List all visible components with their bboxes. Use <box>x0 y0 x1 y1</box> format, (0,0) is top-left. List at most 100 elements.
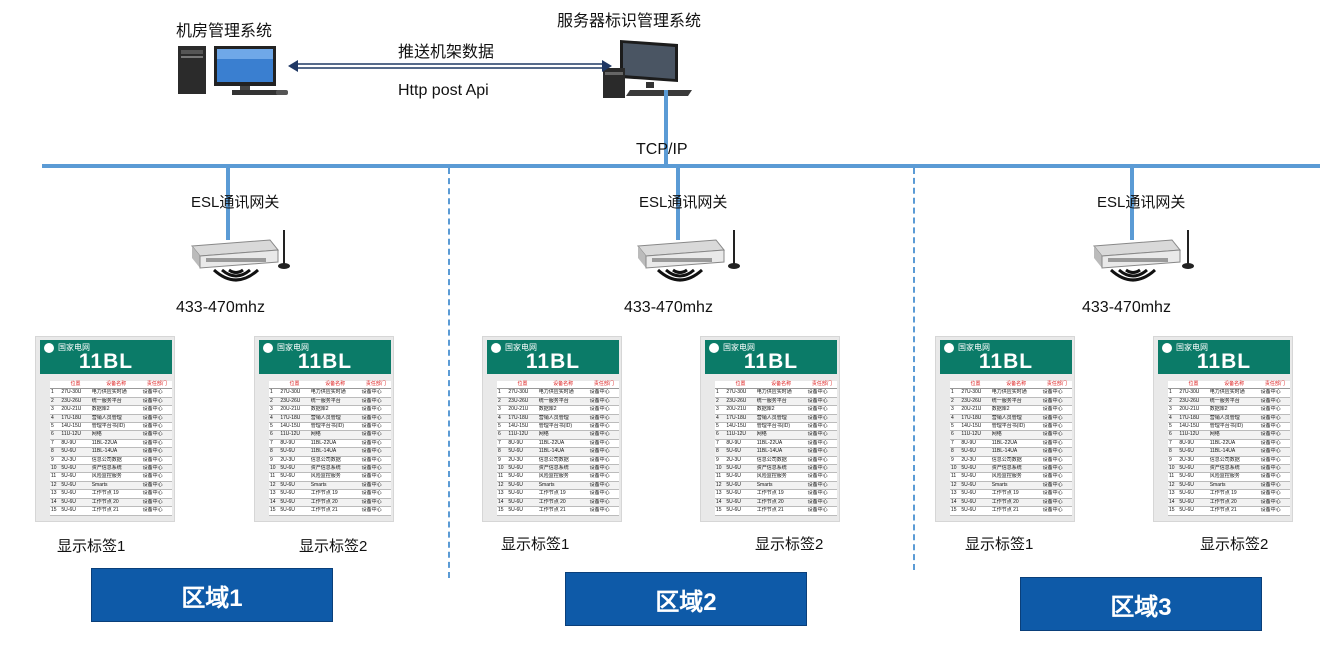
tag-table-cell: 资产信息系统 <box>90 464 142 474</box>
tag-table-cell: 2U-3U <box>60 456 91 466</box>
tag-table-cell: 11 <box>50 472 61 482</box>
tag-table-cell: 设备中心 <box>1259 414 1290 424</box>
tag-table-cell: 设备中心 <box>1259 472 1290 482</box>
tag-table-header: 责任部门 <box>141 381 172 390</box>
tag-table-cell: 设备中心 <box>141 489 172 499</box>
tag-table-cell: 9 <box>715 456 726 466</box>
frequency-label: 433-470mhz <box>624 299 713 316</box>
http-post-api-label: Http post Api <box>398 82 489 99</box>
state-grid-logo-icon <box>44 343 54 353</box>
tag-table-cell: 设备中心 <box>588 422 619 432</box>
tag-table-cell: 11 <box>269 472 280 482</box>
tag-table-cell: 设备中心 <box>588 472 619 482</box>
tag-table-cell: 信息公司数据 <box>309 456 361 466</box>
tag-table-cell: Smarts <box>990 481 1042 491</box>
tag-table-cell: 8 <box>50 447 61 457</box>
tag-table-cell: 8 <box>497 447 508 457</box>
tag-rack-code: 11BL <box>743 350 799 373</box>
tag-table-cell: 13 <box>715 489 726 499</box>
tag-table-cell: 设备中心 <box>588 489 619 499</box>
tag-table-cell: 设备中心 <box>1259 489 1290 499</box>
tag-table-cell: 工作节点 19 <box>537 489 589 499</box>
tag-table-cell: 设备中心 <box>1259 422 1290 432</box>
tag-table-cell: 设备中心 <box>1041 422 1072 432</box>
tag-table-cell: 13 <box>497 489 508 499</box>
tag-table-header: 位置 <box>725 381 756 390</box>
tag-table-cell: 设备中心 <box>806 489 837 499</box>
tag-table-cell: 设备中心 <box>141 422 172 432</box>
tag-table-cell: 11U-12U <box>960 430 991 440</box>
tag-table-cell: 2U-3U <box>507 456 538 466</box>
tag-table-cell: 27U-30U <box>279 388 310 398</box>
display-tag-2-label: 显示标签2 <box>755 536 824 553</box>
tag-table-cell: 设备中心 <box>1041 472 1072 482</box>
tag-table-cell: 15 <box>950 506 961 516</box>
tag-table-cell: 14 <box>715 498 726 508</box>
tag-table-cell: 风险监控服务 <box>309 472 361 482</box>
tag-table-cell: 5U-6U <box>725 506 756 516</box>
tag-table-cell: 5U-6U <box>1178 481 1209 491</box>
tag-table-cell: 1 <box>50 388 61 398</box>
tag-table-cell: 5U-6U <box>279 472 310 482</box>
tag-table-cell: 23U-26U <box>279 397 310 407</box>
tag-table-cell: 5U-6U <box>960 489 991 499</box>
tag-table-cell: 12 <box>715 481 726 491</box>
tag-table-cell: 14 <box>950 498 961 508</box>
tag-table-cell: 设备中心 <box>806 464 837 474</box>
tag-table-cell: Smarts <box>309 481 361 491</box>
tag-table-cell: 设备中心 <box>1259 498 1290 508</box>
tag-table-cell: 17U-18U <box>279 414 310 424</box>
tag-table-cell: 统一服务平台 <box>1208 397 1260 407</box>
tag-table-cell: 7 <box>1168 439 1179 449</box>
tag-table-cell: 5U-6U <box>279 481 310 491</box>
tag-table-cell: 5U-6U <box>1178 447 1209 457</box>
tag-table-header: 设备名称 <box>755 381 807 390</box>
tag-table-cell: 营销人员管理 <box>309 414 361 424</box>
tag-table-cell: 管理平台书(ID) <box>990 422 1042 432</box>
esl-gateway-icon <box>191 230 290 269</box>
tag-table-cell: 14 <box>269 498 280 508</box>
tag-table-cell: 27U-30U <box>725 388 756 398</box>
tag-table-cell: 10 <box>497 464 508 474</box>
tag-table-cell: 电力供应实时通 <box>755 388 807 398</box>
tag-table-cell: 13 <box>950 489 961 499</box>
tag-table-header: 责任部门 <box>1041 381 1072 390</box>
tag-table-cell: 5U-6U <box>60 481 91 491</box>
tag-table-cell: 2 <box>715 397 726 407</box>
tag-table-cell: 统一服务平台 <box>90 397 142 407</box>
tag-table-cell: 5U-6U <box>60 506 91 516</box>
state-grid-logo-icon <box>1162 343 1172 353</box>
tag-table-cell: 设备中心 <box>1041 447 1072 457</box>
display-tag-1-label: 显示标签1 <box>965 536 1034 553</box>
tag-table-cell: 设备中心 <box>588 447 619 457</box>
tag-table-header: 位置 <box>279 381 310 390</box>
tag-table-cell: 设备中心 <box>141 498 172 508</box>
tag-table-cell: 6 <box>1168 430 1179 440</box>
tag-table-cell: 管理平台书(ID) <box>1208 422 1260 432</box>
tag-rack-code: 11BL <box>525 350 581 373</box>
tag-table-cell: 15 <box>497 506 508 516</box>
tag-table-cell: 5U-6U <box>60 498 91 508</box>
tag-table-cell: 20U-21U <box>725 405 756 415</box>
tag-table-cell: 设备中心 <box>588 397 619 407</box>
